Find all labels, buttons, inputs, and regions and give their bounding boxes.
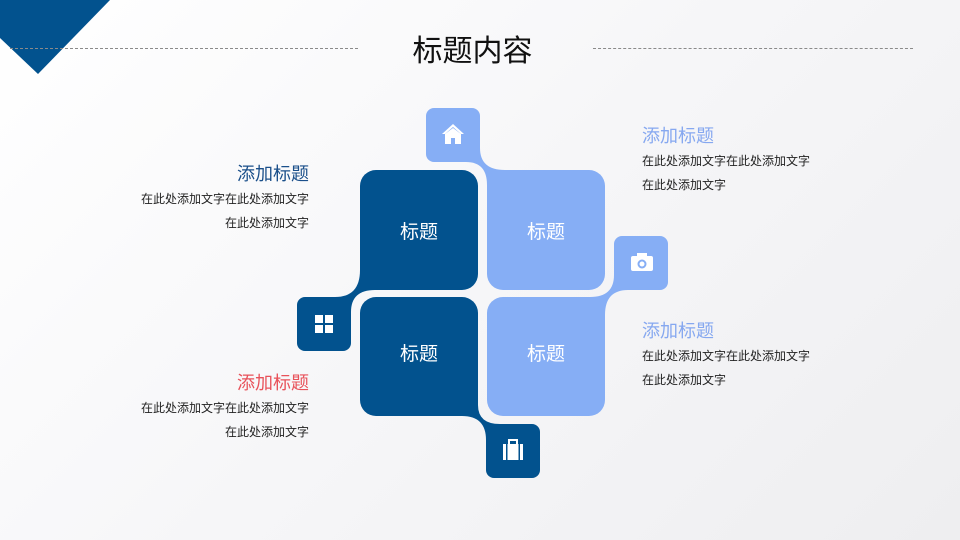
title-divider-left [10,48,358,49]
text-block-top-left: 添加标题 在此处添加文字在此处添加文字 在此处添加文字 [49,163,309,235]
text-block-bottom-right: 添加标题 在此处添加文字在此处添加文字 在此处添加文字 [642,320,902,392]
block-line: 在此处添加文字在此处添加文字 [642,154,811,168]
page-title: 标题内容 [412,34,533,69]
tile-bottom-right: 标题 [526,343,565,365]
tile-top-right: 标题 [526,220,565,243]
block-line: 在此处添加文字在此处添加文字 [140,192,309,206]
block-line: 在此处添加文字 [224,216,309,230]
block-heading: 添加标题 [642,321,714,342]
grid-icon [315,315,333,333]
grid-connector [320,260,390,325]
home-icon [442,124,464,144]
block-heading: 添加标题 [237,373,309,394]
briefcase-icon [503,439,523,460]
block-line: 在此处添加文字在此处添加文字 [140,401,309,415]
tile-top-left: 标题 [399,220,438,243]
block-line: 在此处添加文字 [642,178,727,192]
block-heading: 添加标题 [237,164,309,185]
corner-triangle [0,0,110,74]
camera-icon [631,253,653,271]
tile-bottom-left: 标题 [399,343,438,365]
title-divider-right [593,48,913,49]
block-heading: 添加标题 [642,126,714,147]
block-line: 在此处添加文字在此处添加文字 [642,349,811,363]
text-block-top-right: 添加标题 在此处添加文字在此处添加文字 在此处添加文字 [642,125,902,197]
block-line: 在此处添加文字 [224,425,309,439]
briefcase-connector [450,390,520,450]
text-block-bottom-left: 添加标题 在此处添加文字在此处添加文字 在此处添加文字 [49,372,309,444]
block-line: 在此处添加文字 [642,373,727,387]
